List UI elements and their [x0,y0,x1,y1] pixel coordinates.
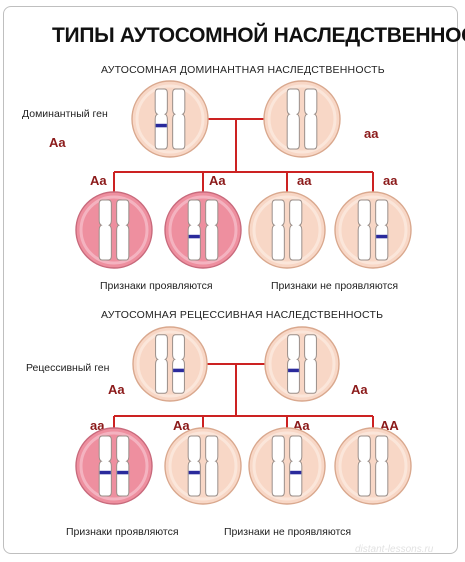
chromosome [205,199,219,261]
cell-circle [75,427,153,505]
chromosome [271,199,285,261]
cell-circle [334,427,412,505]
dominant-parent-2-genotype: aa [364,126,379,141]
dominant-caption-shown: Признаки проявляются [100,280,213,292]
dominant-child-1-cell [75,191,153,269]
gene-mark [117,470,129,475]
chromosome [357,435,371,497]
chromosome [357,199,371,261]
recessive-child-2-cell [164,427,242,505]
chromosome [155,334,168,394]
cell-circle [264,326,340,402]
gene-mark [188,234,200,239]
chromosome [304,334,317,394]
cell-circle [164,191,242,269]
chromosome [154,88,168,150]
watermark: distant-lessons.ru [355,544,434,555]
chromosome [187,199,201,261]
gene-mark [290,470,302,475]
recessive-child-4-cell [334,427,412,505]
chromosome [116,435,130,497]
chromosome [287,334,300,394]
gene-mark [173,368,184,373]
cell-rim [79,195,149,265]
chromosome [98,435,112,497]
cell-circle [131,80,209,158]
cell-circle [248,427,326,505]
recessive-gene-label: Рецессивный ген [26,362,110,374]
pedigree-lines [113,118,374,428]
dominant-caption-not-shown: Признаки не проявляются [271,280,399,292]
chromosome [98,199,112,261]
gene-mark [376,234,388,239]
cell-rim [135,84,205,154]
recessive-parent-1-genotype: Aa [108,382,125,397]
chromosome [289,199,303,261]
gene-mark [288,368,299,373]
page-title: ТИПЫ АУТОСОМНОЙ НАСЛЕДСТВЕННОСТИ [52,24,465,47]
dominant-parent-1-cell [131,80,209,158]
recessive-child-2-genotype: Aa [173,418,190,433]
chromosome [271,435,285,497]
dominant-parent-1-genotype: Aa [49,135,66,150]
cell-rim [79,431,149,501]
chromosome [375,435,389,497]
chromosome [286,88,300,150]
cell-rim [338,431,408,501]
chromosome [304,88,318,150]
dominant-child-4-genotype: aa [383,173,398,188]
dominant-child-3-cell [248,191,326,269]
cell-circle [164,427,242,505]
dominant-child-4-cell [334,191,412,269]
cell-circle [248,191,326,269]
recessive-child-3-cell [248,427,326,505]
recessive-child-1-genotype: aa [90,418,105,433]
cell-circle [334,191,412,269]
recessive-section-title: АУТОСОМНАЯ РЕЦЕССИВНАЯ НАСЛЕДСТВЕННОСТЬ [101,309,384,321]
cell-rim [268,330,336,398]
chromosome [172,88,186,150]
cell-rim [252,431,322,501]
dominant-parent-2-cell [263,80,341,158]
dominant-section-title: АУТОСОМНАЯ ДОМИНАНТНАЯ НАСЛЕДСТВЕННОСТЬ [101,64,385,76]
cells-layer [75,80,412,505]
chromosome [375,199,389,261]
cell-rim [252,195,322,265]
dominant-child-2-genotype: Aa [209,173,226,188]
cell-circle [75,191,153,269]
dominant-child-2-cell [164,191,242,269]
gene-mark [188,470,200,475]
recessive-parent-2-cell [264,326,340,402]
chromosome [289,435,303,497]
cell-rim [168,195,238,265]
chromosome [205,435,219,497]
dominant-gene-label: Доминантный ген [22,108,108,120]
recessive-parent-1-cell [132,326,208,402]
cell-rim [168,431,238,501]
recessive-child-1-cell [75,427,153,505]
recessive-caption-not-shown: Признаки не проявляются [224,526,352,538]
cell-rim [267,84,337,154]
chromosome [187,435,201,497]
gene-mark [155,123,167,128]
cell-rim [338,195,408,265]
recessive-caption-shown: Признаки проявляются [66,526,179,538]
chromosome [116,199,130,261]
dominant-child-3-genotype: aa [297,173,312,188]
dominant-child-1-genotype: Aa [90,173,107,188]
recessive-parent-2-genotype: Aa [351,382,368,397]
diagram-frame [3,6,458,554]
cell-circle [132,326,208,402]
gene-mark [99,470,111,475]
cell-circle [263,80,341,158]
chromosome [172,334,185,394]
cell-rim [136,330,204,398]
